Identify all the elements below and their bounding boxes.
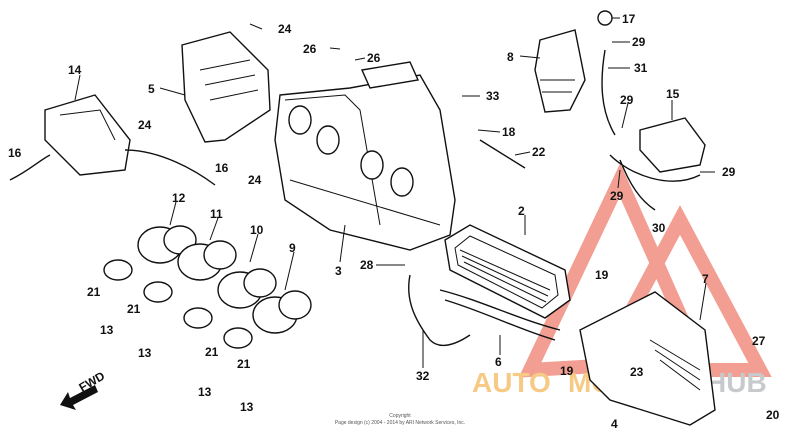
air-cleaner-cover bbox=[181, 31, 271, 143]
air-intake-snorkel bbox=[534, 29, 586, 113]
carburetor-insulators bbox=[137, 225, 312, 334]
resonator-chamber bbox=[9, 94, 216, 186]
callout-13d: 13 bbox=[240, 400, 254, 414]
callout-16b: 16 bbox=[215, 161, 229, 175]
callout-2: 2 bbox=[518, 204, 525, 218]
breather-separator bbox=[609, 117, 706, 182]
callout-13a: 13 bbox=[100, 323, 114, 337]
callout-10: 10 bbox=[250, 223, 264, 237]
copyright-line-2: Page design (c) 2004 - 2014 by ARI Netwo… bbox=[335, 420, 465, 426]
callout-33: 33 bbox=[486, 89, 500, 103]
callout-5: 5 bbox=[148, 82, 155, 96]
callout-15: 15 bbox=[666, 87, 680, 101]
callout-24c: 24 bbox=[248, 173, 262, 187]
long-bolt bbox=[479, 139, 526, 169]
breather-cap bbox=[597, 10, 613, 26]
callout-27: 27 bbox=[752, 334, 766, 348]
callout-21b: 21 bbox=[127, 302, 141, 316]
fwd-arrow: FWD bbox=[60, 369, 107, 410]
callout-14: 14 bbox=[68, 63, 82, 77]
callout-31: 31 bbox=[634, 61, 648, 75]
drain-tube bbox=[408, 274, 471, 347]
hose-clamps bbox=[103, 259, 253, 349]
air-cleaner-case bbox=[274, 61, 456, 251]
callout-32: 32 bbox=[416, 369, 430, 383]
callout-29a: 29 bbox=[632, 35, 646, 49]
breather-tube-upper bbox=[601, 49, 616, 136]
callout-13c: 13 bbox=[198, 385, 212, 399]
copyright-line-1: Copyright bbox=[389, 413, 411, 419]
callout-numbers: 2 3 4 5 6 7 8 9 10 11 12 13 13 13 13 14 … bbox=[8, 12, 780, 431]
callout-16a: 16 bbox=[8, 146, 22, 160]
callout-28: 28 bbox=[360, 258, 374, 272]
callout-21a: 21 bbox=[87, 285, 101, 299]
watermark-text-hub: HUB bbox=[706, 367, 767, 398]
callout-24a: 24 bbox=[278, 22, 292, 36]
callout-9: 9 bbox=[289, 241, 296, 255]
callout-19a: 19 bbox=[595, 268, 609, 282]
callout-6: 6 bbox=[495, 355, 502, 369]
callout-29b: 29 bbox=[620, 93, 634, 107]
callout-30: 30 bbox=[652, 221, 666, 235]
callout-7: 7 bbox=[702, 272, 709, 286]
callout-3: 3 bbox=[335, 264, 342, 278]
callout-19b: 19 bbox=[560, 364, 574, 378]
callout-12: 12 bbox=[172, 191, 186, 205]
element-holder bbox=[439, 289, 561, 341]
callout-24b: 24 bbox=[138, 118, 152, 132]
leader-lines bbox=[74, 17, 715, 368]
callout-22: 22 bbox=[532, 145, 546, 159]
callout-26b: 26 bbox=[367, 51, 381, 65]
callout-21d: 21 bbox=[237, 357, 251, 371]
callout-21c: 21 bbox=[205, 345, 219, 359]
air-filter-element bbox=[444, 224, 571, 319]
callout-13b: 13 bbox=[138, 346, 152, 360]
callout-26a: 26 bbox=[303, 42, 317, 56]
callout-29d: 29 bbox=[722, 165, 736, 179]
watermark-text-auto: AUTO bbox=[472, 367, 551, 398]
callout-11: 11 bbox=[210, 207, 223, 221]
callout-18: 18 bbox=[502, 125, 516, 139]
breather-tube-lower bbox=[619, 159, 656, 211]
side-cover bbox=[579, 291, 716, 426]
callout-8: 8 bbox=[507, 50, 514, 64]
callout-29c: 29 bbox=[610, 189, 624, 203]
callout-4: 4 bbox=[611, 417, 618, 431]
callout-17: 17 bbox=[622, 12, 636, 26]
callout-23: 23 bbox=[630, 365, 644, 379]
callout-20: 20 bbox=[766, 408, 780, 422]
